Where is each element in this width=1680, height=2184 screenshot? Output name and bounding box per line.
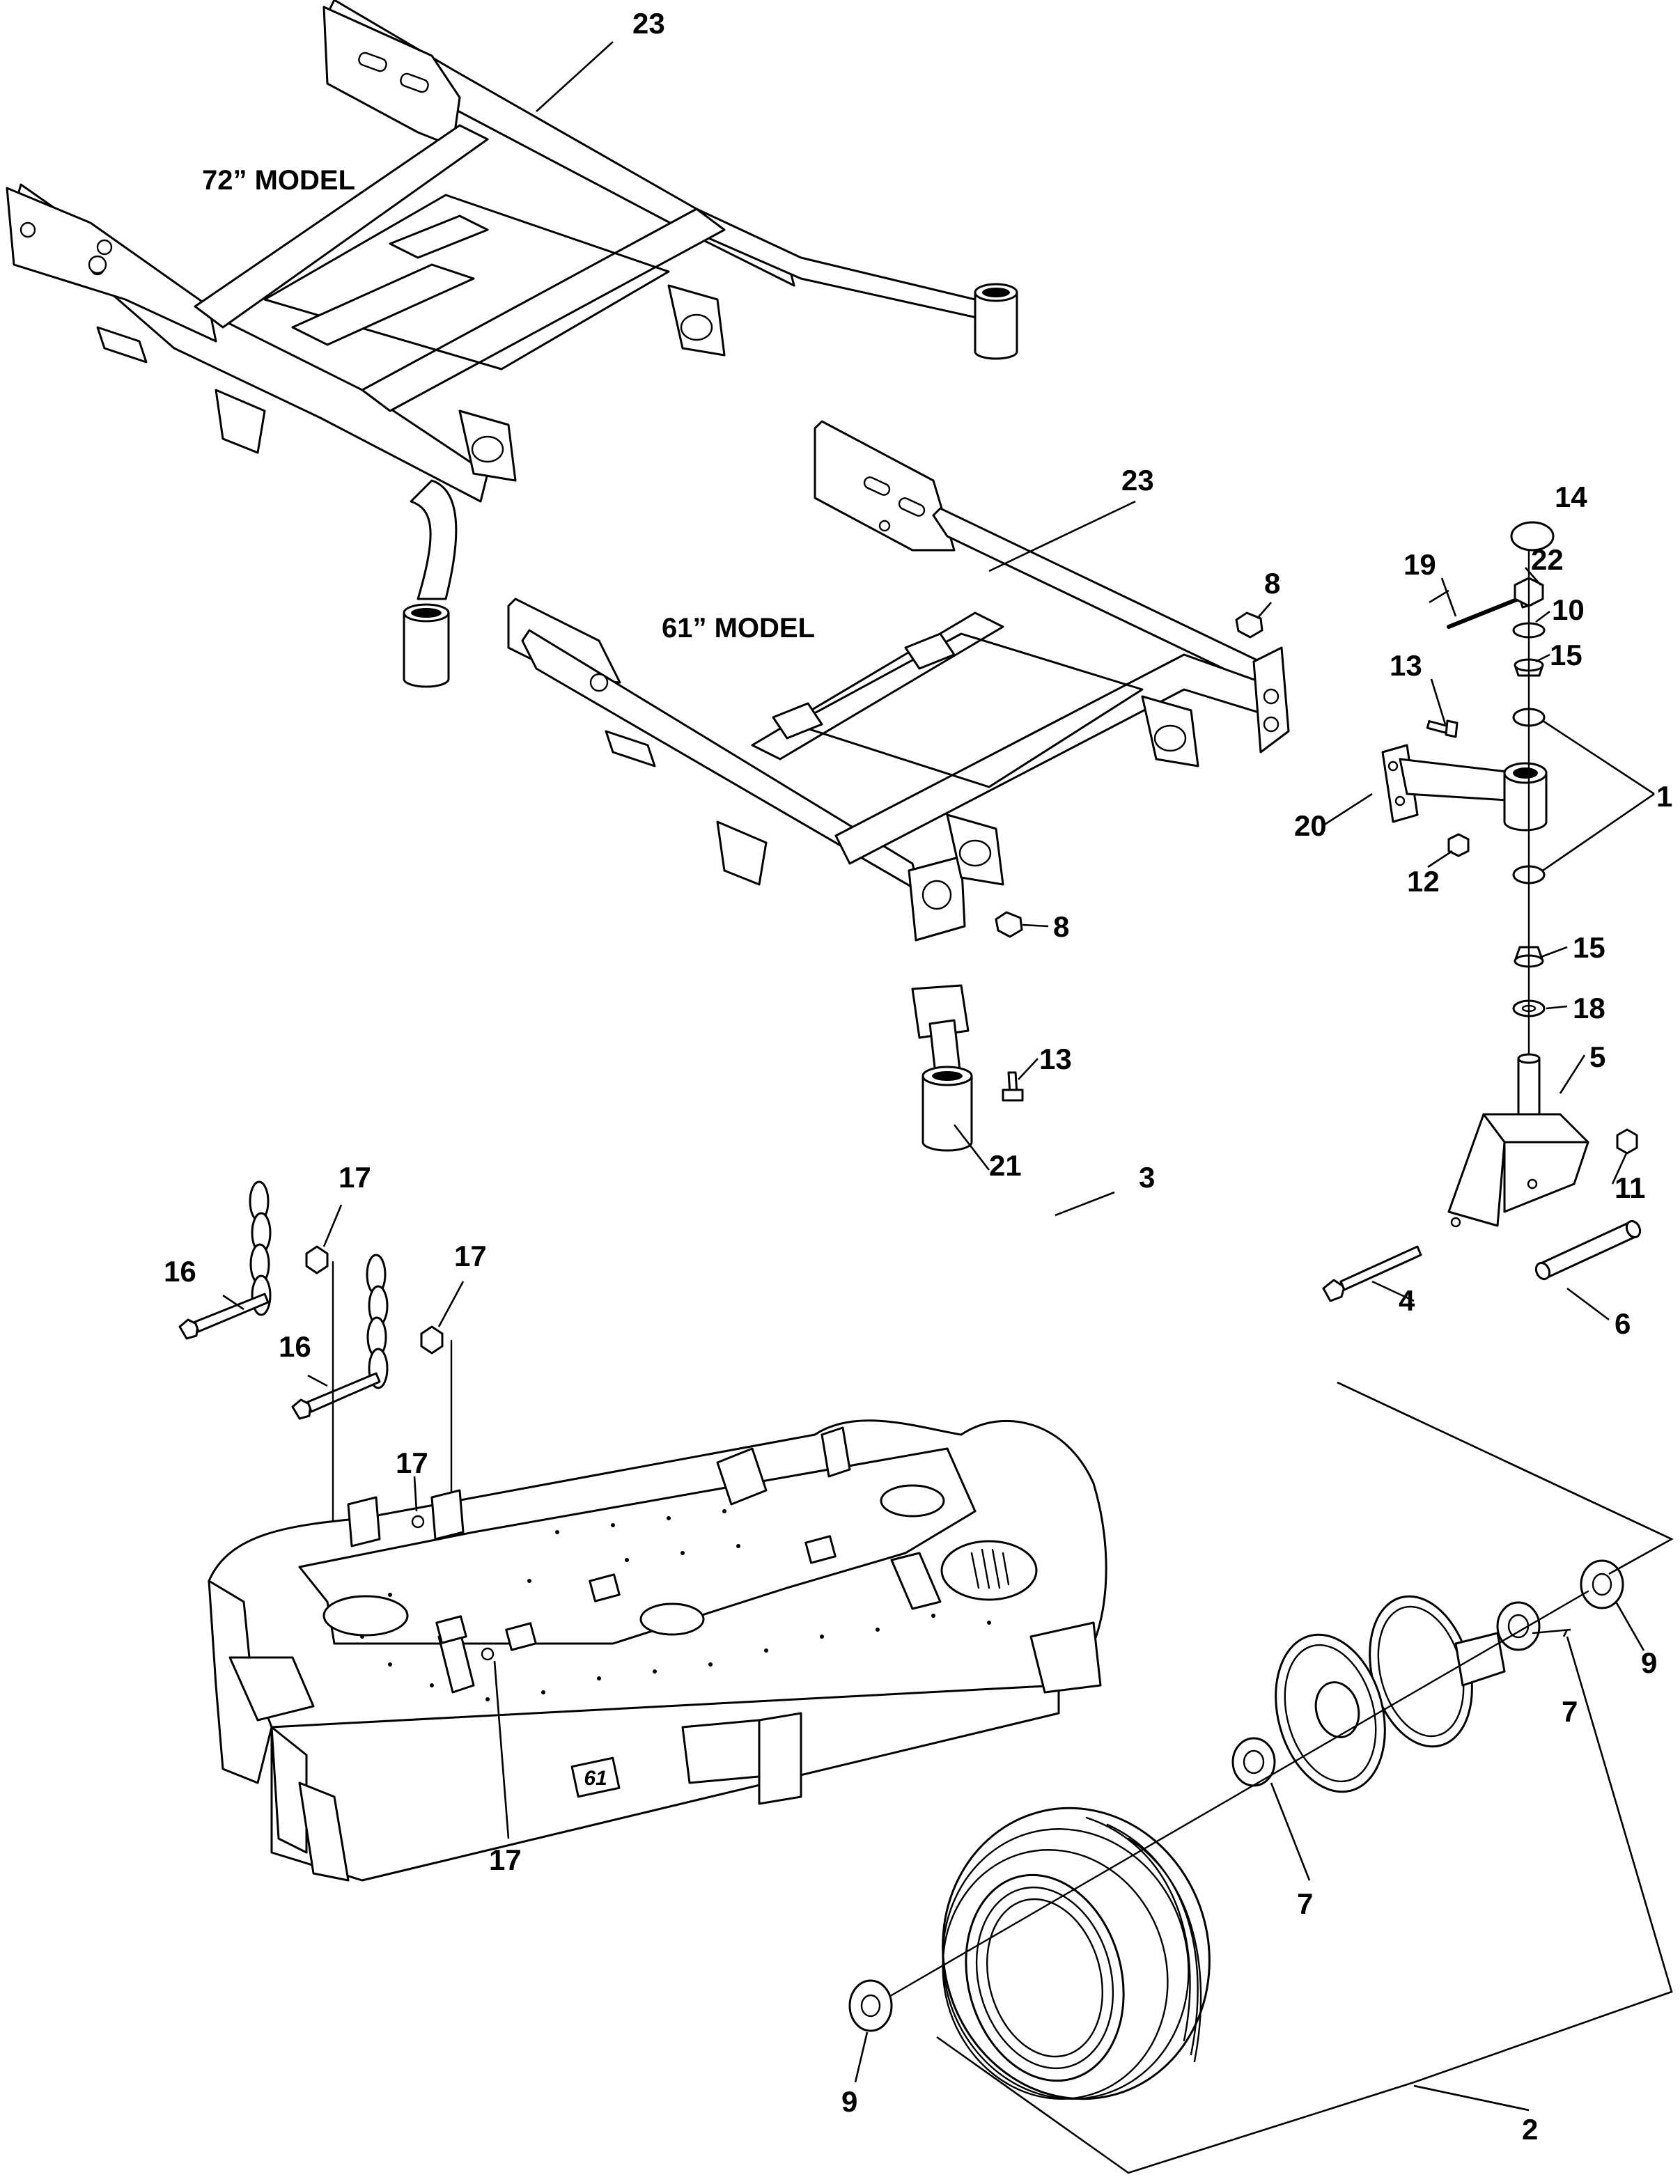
frame-72-model xyxy=(6,0,1018,688)
callout-16-b: 16 xyxy=(279,1330,311,1363)
callout-19: 19 xyxy=(1403,548,1436,581)
callout-10: 10 xyxy=(1552,593,1585,626)
caster-arm-right xyxy=(1381,719,1548,857)
deck-badge-text: 61 xyxy=(584,1767,607,1790)
chain-link-lower xyxy=(366,1254,389,1389)
caster-hardware-stack xyxy=(1447,521,1555,1067)
callout-13-low: 13 xyxy=(1039,1043,1072,1075)
model-61-label: 61” MODEL xyxy=(662,613,815,644)
callout-1: 1 xyxy=(1656,780,1672,813)
callout-17-b: 17 xyxy=(454,1240,487,1272)
mower-deck: 61 xyxy=(208,1419,1107,1882)
rim xyxy=(1275,1595,1506,1793)
callout-17-d: 17 xyxy=(489,1843,522,1876)
callout-5: 5 xyxy=(1589,1040,1605,1073)
callout-4: 4 xyxy=(1399,1284,1415,1317)
model-72-label: 72” MODEL xyxy=(202,165,355,196)
callout-17-c: 17 xyxy=(396,1446,428,1479)
deck-rivets xyxy=(360,1509,991,1701)
callout-9-left: 9 xyxy=(841,2085,857,2118)
callout-20: 20 xyxy=(1294,809,1327,842)
callout-16-a: 16 xyxy=(164,1255,196,1288)
callout-23-mid: 23 xyxy=(1121,464,1154,497)
callout-15-top: 15 xyxy=(1550,639,1582,671)
callout-7-right: 7 xyxy=(1562,1695,1578,1728)
callout-9-right: 9 xyxy=(1641,1646,1657,1679)
callout-2: 2 xyxy=(1522,2113,1538,2146)
frame-61-model xyxy=(507,420,1290,942)
callout-6: 6 xyxy=(1615,1307,1631,1340)
callout-17-a: 17 xyxy=(339,1161,371,1194)
callout-14: 14 xyxy=(1555,481,1587,513)
callout-23-top: 23 xyxy=(632,7,665,40)
callout-13-right: 13 xyxy=(1390,649,1422,682)
callout-7-left: 7 xyxy=(1297,1887,1313,1920)
wheel-assembly xyxy=(848,1559,1624,2100)
callout-21: 21 xyxy=(989,1149,1022,1182)
callout-12: 12 xyxy=(1407,865,1440,898)
callout-8-top: 8 xyxy=(1264,567,1280,600)
callout-15-low: 15 xyxy=(1573,931,1605,964)
chain-hardware xyxy=(178,1180,453,1624)
callout-8-low: 8 xyxy=(1053,910,1069,943)
callout-3: 3 xyxy=(1139,1161,1155,1194)
callout-11: 11 xyxy=(1615,1171,1645,1204)
leader-lines xyxy=(222,41,1674,2174)
caster-arm-left xyxy=(911,984,1024,1152)
callout-18: 18 xyxy=(1573,992,1605,1024)
callout-numbers: 23 23 14 19 22 10 8 13 15 1 20 12 8 15 1… xyxy=(164,7,1672,2146)
callout-22: 22 xyxy=(1531,543,1564,576)
caster-fork xyxy=(1322,1053,1642,1302)
model-labels: 72” MODEL 61” MODEL xyxy=(202,165,815,644)
tire xyxy=(942,1807,1211,2100)
